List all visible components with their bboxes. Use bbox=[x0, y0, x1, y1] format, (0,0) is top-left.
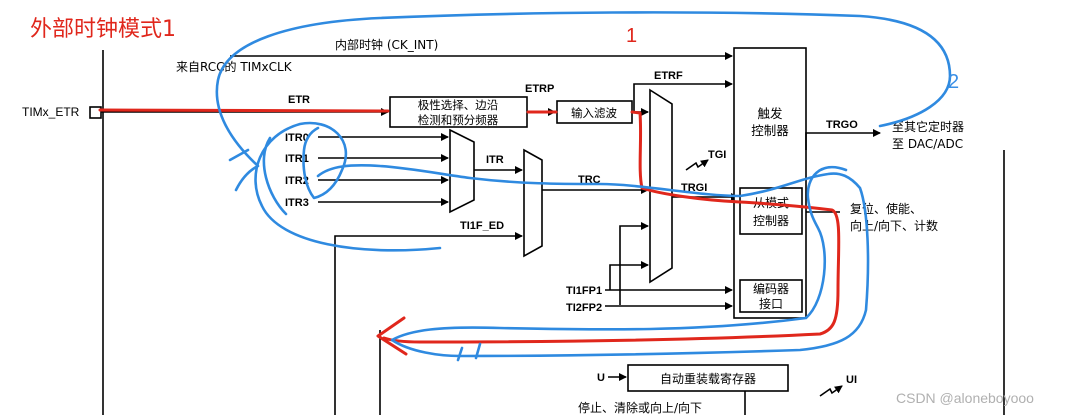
ti1f-ed-line bbox=[334, 232, 523, 415]
polarity-line1: 极性选择、边沿 bbox=[418, 98, 499, 112]
slave-mode-line2: 控制器 bbox=[753, 214, 789, 228]
auto-reload-label: 自动重装载寄存器 bbox=[660, 371, 756, 386]
tgi-arrow bbox=[685, 159, 709, 171]
etr-label: ETR bbox=[288, 94, 310, 106]
blue-annotation-path bbox=[215, 11, 952, 358]
itr-label: ITR bbox=[486, 154, 504, 166]
polarity-line2: 检测和预分频器 bbox=[418, 113, 499, 127]
stop-clear-label: 停止、清除或向上/向下 bbox=[578, 400, 702, 415]
tgi-label: TGI bbox=[708, 149, 726, 161]
encoder-line2: 接口 bbox=[759, 296, 783, 311]
diagram-title: 外部时钟模式1 bbox=[30, 17, 176, 42]
timx-etr-label: TIMx_ETR bbox=[22, 105, 80, 119]
itr-mux bbox=[449, 128, 475, 214]
ui-arrow bbox=[819, 385, 843, 397]
itr1-label: ITR1 bbox=[285, 153, 309, 165]
ti1f-ed-label: TI1F_ED bbox=[460, 220, 504, 232]
red-annotation-path bbox=[98, 108, 841, 356]
etrf-line bbox=[632, 80, 733, 113]
trigger-ctrl-line2: 控制器 bbox=[751, 123, 789, 138]
etrf-label: ETRF bbox=[654, 70, 683, 82]
trigger-ctrl-line1: 触发 bbox=[757, 106, 783, 121]
timxclk-label: 来自RCC的 TIMxCLK bbox=[176, 59, 293, 74]
reset-line1: 复位、使能、 bbox=[850, 201, 922, 216]
ui-label: UI bbox=[846, 374, 857, 386]
u-label: U bbox=[597, 372, 605, 384]
watermark: CSDN @aloneboyooo bbox=[896, 390, 1034, 406]
ti2fp2-label: TI2FP2 bbox=[566, 302, 602, 314]
mux-feed-b bbox=[619, 222, 649, 305]
to-dac-label: 至 DAC/ADC bbox=[892, 137, 963, 151]
trgo-line bbox=[805, 129, 881, 150]
polarity-prescaler-block bbox=[389, 96, 528, 128]
input-filter-label: 输入滤波 bbox=[571, 106, 617, 120]
trigger-mux bbox=[649, 88, 673, 284]
auto-reload-register bbox=[627, 364, 789, 392]
mux-feed-a bbox=[609, 261, 649, 290]
ti1fp1-label: TI1FP1 bbox=[566, 285, 602, 297]
encoder-line1: 编码器 bbox=[753, 281, 789, 296]
encoder-block bbox=[739, 279, 803, 313]
blue-annotation-ticks bbox=[456, 342, 482, 362]
itr3-label: ITR3 bbox=[285, 197, 309, 209]
route-marker-2: 2 bbox=[948, 71, 959, 93]
reset-line2: 向上/向下、计数 bbox=[850, 218, 938, 233]
itr2-label: ITR2 bbox=[285, 175, 309, 187]
ck-int-label: 内部时钟 (CK_INT) bbox=[335, 37, 438, 52]
to-timers-label: 至其它定时器 bbox=[892, 119, 964, 134]
itr0-label: ITR0 bbox=[285, 132, 309, 144]
route-marker-1: 1 bbox=[626, 25, 637, 47]
trc-mux bbox=[523, 148, 543, 258]
etrp-label: ETRP bbox=[525, 83, 554, 95]
trgo-label: TRGO bbox=[826, 119, 858, 131]
slave-mode-block bbox=[739, 187, 803, 235]
